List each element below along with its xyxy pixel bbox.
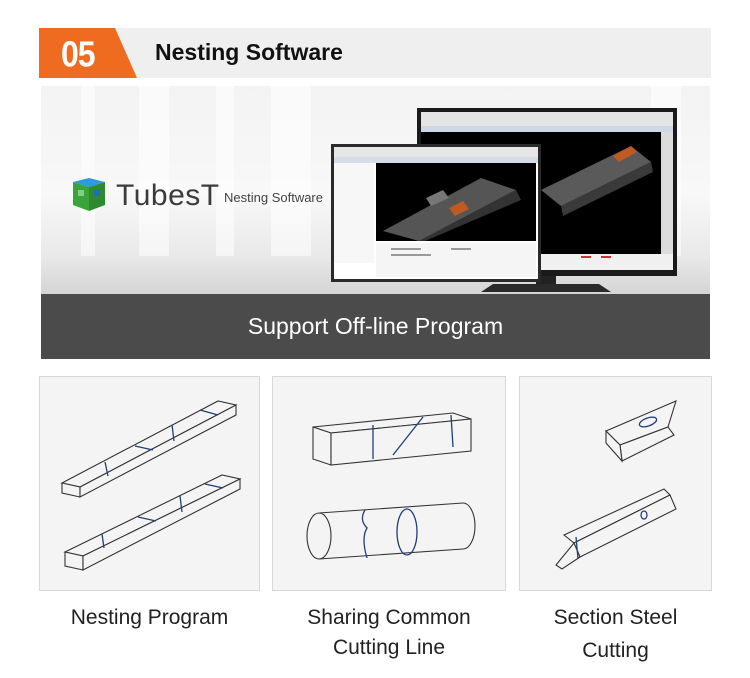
caption-section-steel-line-2: Cutting [582, 639, 649, 662]
section-number-badge: 05 [39, 28, 139, 78]
banner-strip: Support Off-line Program [41, 294, 710, 359]
angle-steel-illustration [555, 400, 677, 570]
software-banner: TubesT Nesting Software Suppor [41, 86, 710, 359]
logo-text: TubesT [116, 179, 220, 212]
logo-subtitle: Nesting Software [224, 190, 323, 205]
section-number: 05 [61, 34, 96, 75]
caption-common-cutting-line-2: Cutting Line [332, 636, 446, 659]
feature-card-section-steel [519, 376, 712, 591]
tubest-cube-logo-icon [69, 178, 109, 217]
feature-card-nesting-program [39, 376, 260, 591]
section-header: 05 Nesting Software [39, 28, 711, 78]
feature-card-common-cutting [272, 376, 506, 591]
nesting-tubes-illustration [60, 400, 242, 571]
caption-common-cutting-line-1: Sharing Common [307, 606, 471, 629]
caption-section-steel-line-1: Section Steel [553, 606, 678, 629]
banner-strip-text: Support Off-line Program [247, 313, 504, 339]
section-title: Nesting Software [155, 39, 343, 65]
common-line-tubes-illustration [306, 412, 476, 560]
caption-nesting-program: Nesting Program [70, 606, 229, 629]
monitor-illustration [331, 108, 677, 292]
